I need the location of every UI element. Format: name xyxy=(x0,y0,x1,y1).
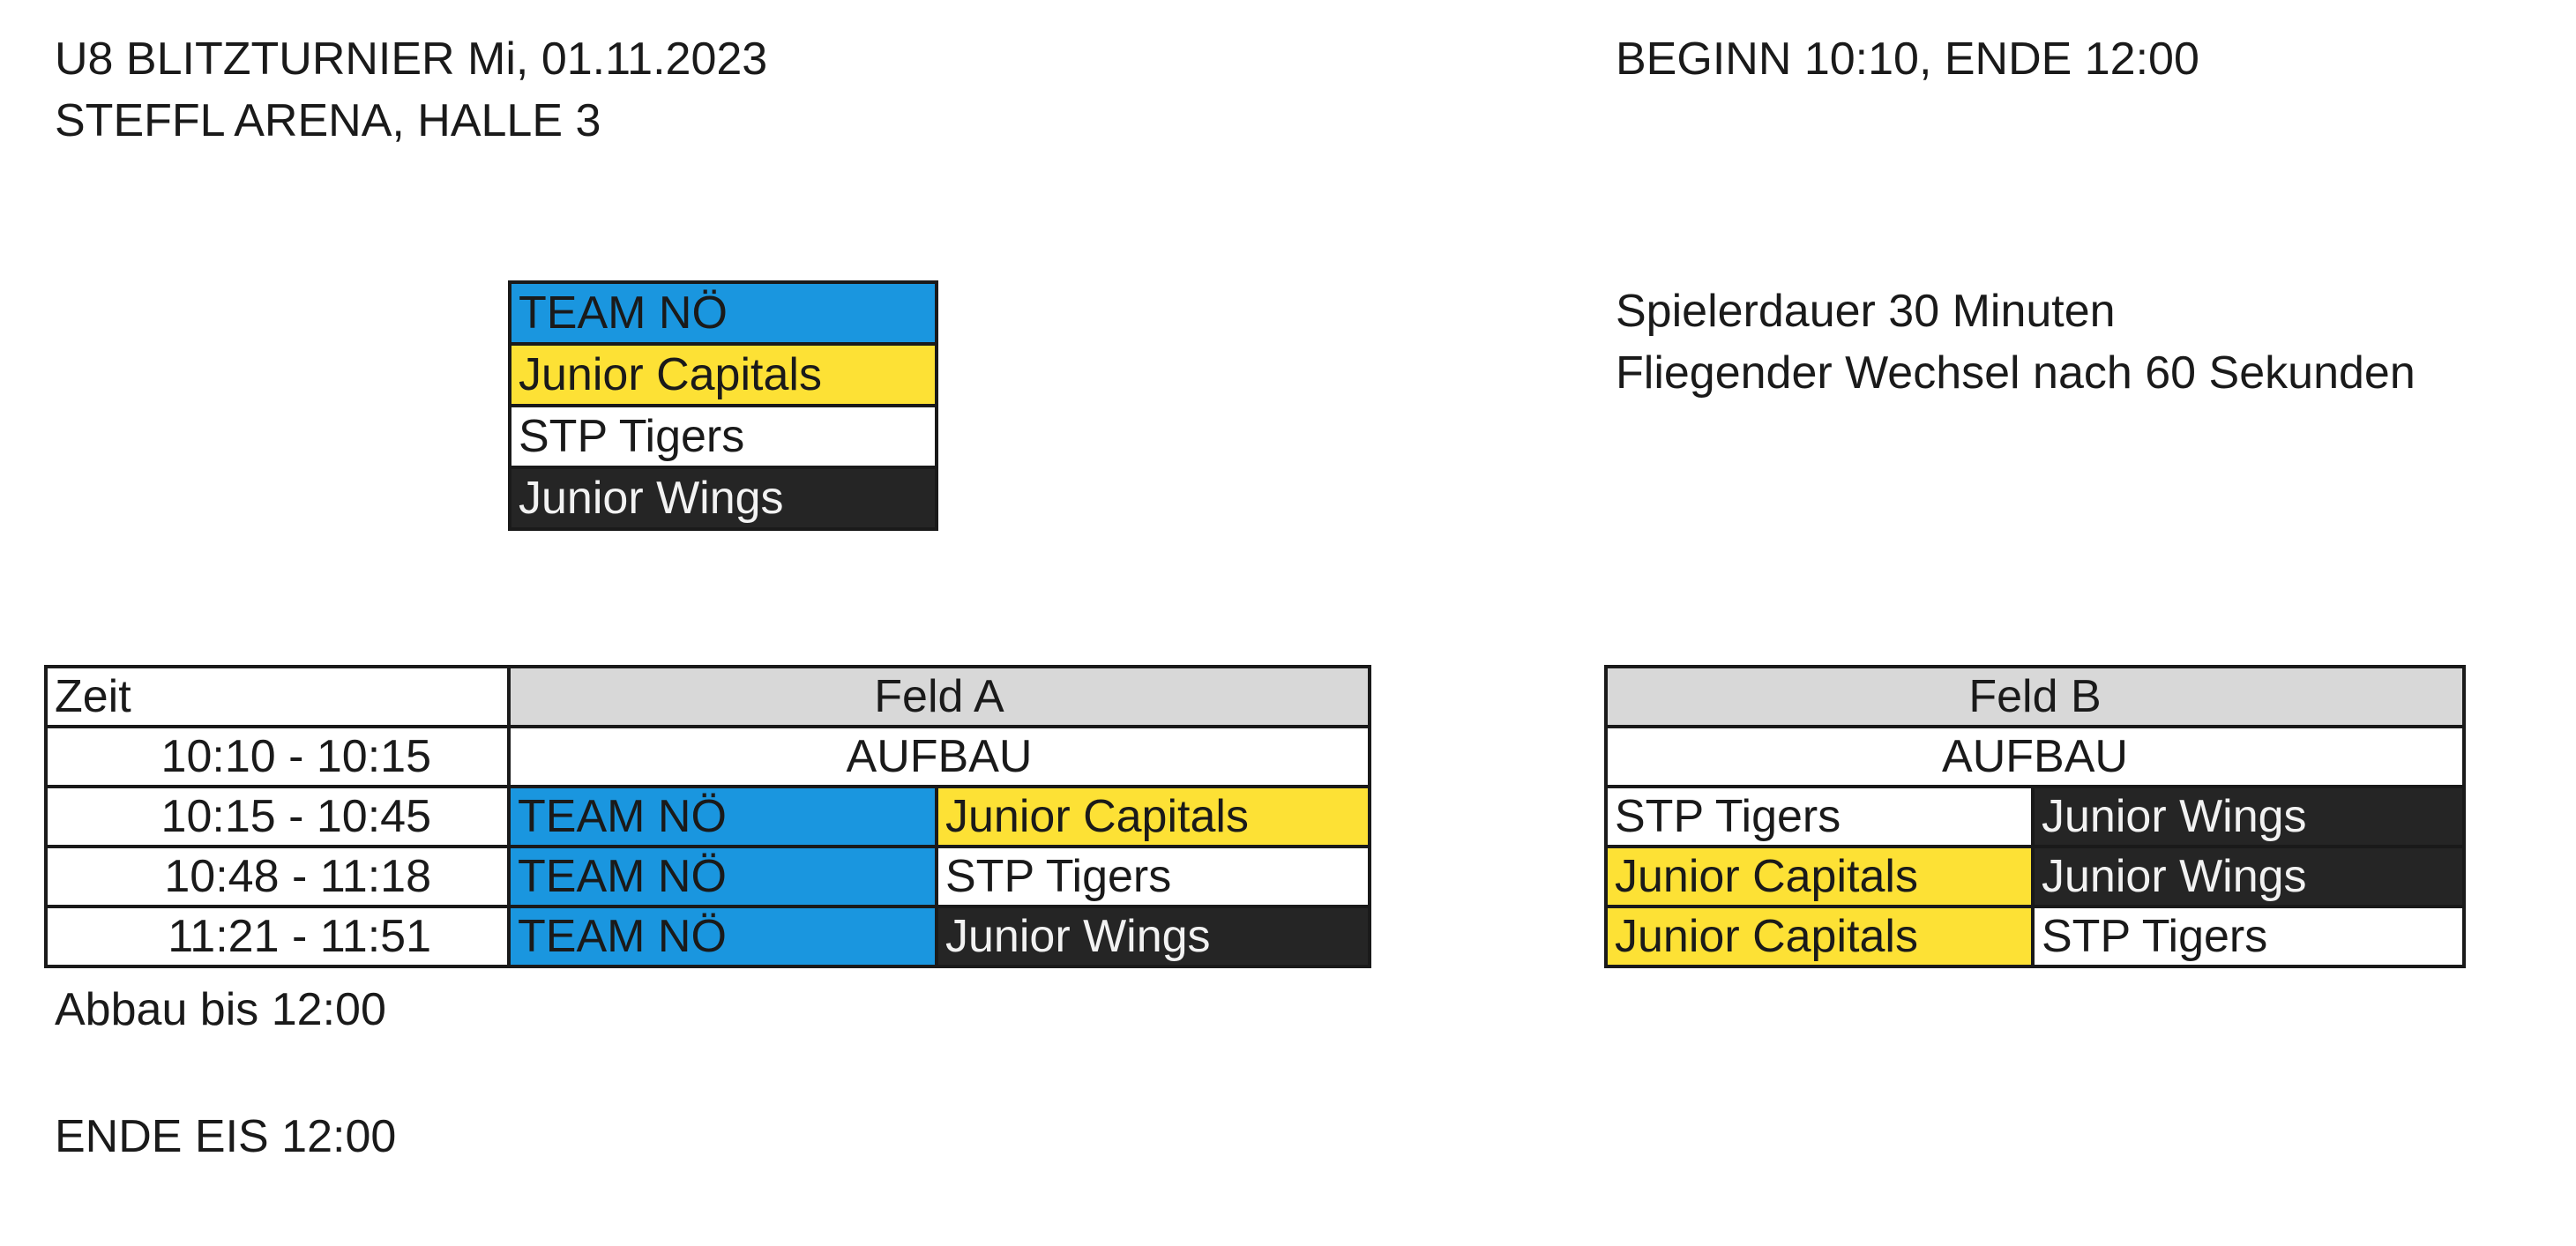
table-row: 10:48 - 11:18 TEAM NÖ STP Tigers xyxy=(44,845,1372,908)
feld-a-home-team: TEAM NÖ xyxy=(507,785,938,848)
legend-junior-capitals: Junior Capitals xyxy=(508,342,938,407)
tournament-time-range: BEGINN 10:10, ENDE 12:00 xyxy=(1616,34,2199,85)
feld-a-title: Feld A xyxy=(506,665,1372,728)
game-rules: Spielerdauer 30 Minuten Fliegender Wechs… xyxy=(1616,280,2415,404)
table-row: Feld B xyxy=(1603,665,2467,728)
tournament-title: U8 BLITZTURNIER Mi, 01.11.2023 xyxy=(55,34,768,85)
feld-b-home-team: STP Tigers xyxy=(1604,785,2035,848)
time-column-header: Zeit xyxy=(44,665,511,728)
table-row: STP Tigers Junior Wings xyxy=(1604,785,2467,848)
feld-b-home-team: Junior Capitals xyxy=(1604,905,2035,968)
feld-a-home-team: TEAM NÖ xyxy=(507,845,938,908)
table-row: Zeit Feld A xyxy=(44,665,1372,728)
legend-row: TEAM NÖ xyxy=(508,280,938,346)
legend-row: STP Tigers xyxy=(508,404,938,469)
game-duration-rule: Spielerdauer 30 Minuten xyxy=(1616,286,2116,337)
feld-a-away-team: Junior Capitals xyxy=(934,785,1372,848)
line-change-rule: Fliegender Wechsel nach 60 Sekunden xyxy=(1616,347,2415,399)
tournament-header: U8 BLITZTURNIER Mi, 01.11.2023 STEFFL AR… xyxy=(55,28,767,152)
feld-a-away-team: STP Tigers xyxy=(934,845,1372,908)
feld-a-setup: AUFBAU xyxy=(506,725,1372,788)
end-ice-note: ENDE EIS 12:00 xyxy=(55,1111,397,1162)
table-row: 10:15 - 10:45 TEAM NÖ Junior Capitals xyxy=(44,785,1372,848)
legend-row: Junior Capitals xyxy=(508,342,938,407)
legend-team-noe: TEAM NÖ xyxy=(508,280,938,346)
feld-b-away-team: STP Tigers xyxy=(2030,905,2467,968)
feld-b-home-team: Junior Capitals xyxy=(1604,845,2035,908)
feld-b-schedule: Feld B AUFBAU STP Tigers Junior Wings Ju… xyxy=(1603,665,2467,968)
feld-a-away-team: Junior Wings xyxy=(934,905,1372,968)
feld-a-schedule: Zeit Feld A 10:10 - 10:15 AUFBAU 10:15 -… xyxy=(44,665,1372,968)
teardown-note: Abbau bis 12:00 xyxy=(55,984,386,1035)
game-time: 11:21 - 11:51 xyxy=(44,905,511,968)
game-time: 10:15 - 10:45 xyxy=(44,785,511,848)
game-time: 10:48 - 11:18 xyxy=(44,845,511,908)
table-row: Junior Capitals Junior Wings xyxy=(1604,845,2467,908)
feld-b-title: Feld B xyxy=(1603,665,2467,728)
feld-b-setup: AUFBAU xyxy=(1603,725,2467,788)
setup-time: 10:10 - 10:15 xyxy=(44,725,511,788)
legend-junior-wings: Junior Wings xyxy=(508,466,938,531)
team-legend: TEAM NÖ Junior Capitals STP Tigers Junio… xyxy=(508,280,938,531)
tournament-venue: STEFFL ARENA, HALLE 3 xyxy=(55,95,601,147)
feld-b-away-team: Junior Wings xyxy=(2030,845,2467,908)
legend-row: Junior Wings xyxy=(508,466,938,531)
table-row: Junior Capitals STP Tigers xyxy=(1604,905,2467,968)
legend-stp-tigers: STP Tigers xyxy=(508,404,938,469)
feld-b-away-team: Junior Wings xyxy=(2030,785,2467,848)
table-row: 11:21 - 11:51 TEAM NÖ Junior Wings xyxy=(44,905,1372,968)
feld-a-home-team: TEAM NÖ xyxy=(507,905,938,968)
table-row: AUFBAU xyxy=(1603,725,2467,788)
table-row: 10:10 - 10:15 AUFBAU xyxy=(44,725,1372,788)
